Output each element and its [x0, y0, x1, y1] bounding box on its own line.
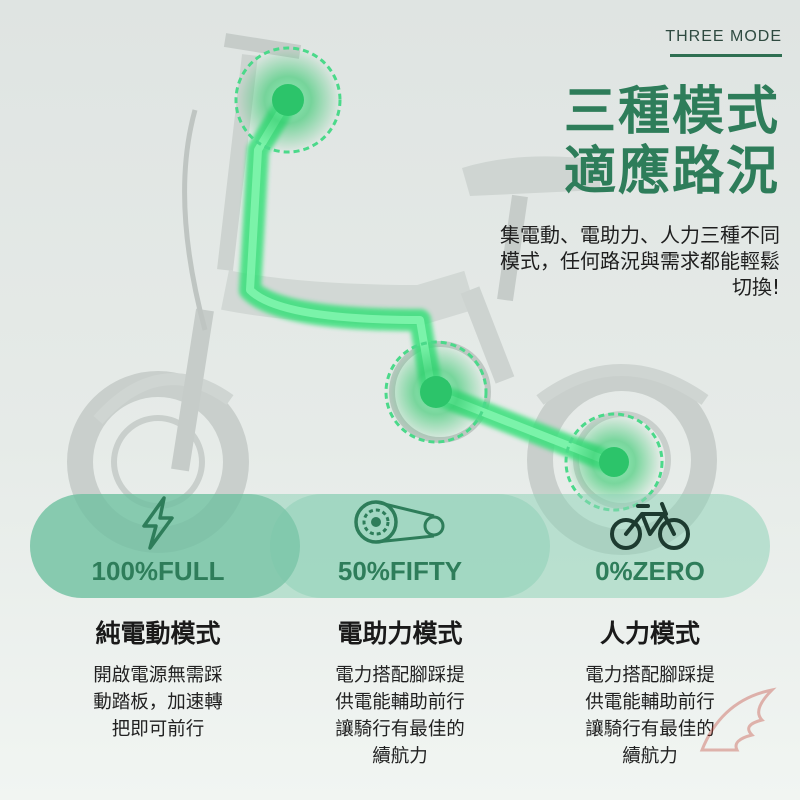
mode-fifty-desc: 電助力模式 電力搭配腳踩提 供電能輔助前行 讓騎行有最佳的 續航力 — [280, 614, 520, 770]
chain-gear-icon — [348, 494, 452, 554]
mode-full-percent: 100%FULL — [91, 556, 225, 586]
mode-full: 100%FULL — [38, 494, 278, 598]
wing-watermark-icon — [699, 687, 777, 752]
description-line-1: 集電動、電助力、人力三種不同 — [500, 223, 780, 247]
headline: 三種模式 適應路況 — [564, 82, 780, 202]
description-line-2: 模式，任何路況與需求都能輕鬆 — [500, 249, 780, 273]
mode-zero-desc: 人力模式 電力搭配腳踩提 供電能輔助前行 讓騎行有最佳的 續航力 — [530, 614, 770, 770]
description: 集電動、電助力、人力三種不同 模式，任何路況與需求都能輕鬆 切換! — [420, 222, 780, 300]
three-mode-tag: THREE MODE — [665, 28, 782, 57]
mode-full-body: 開啟電源無需踩 動踏板，加速轉 把即可前行 — [93, 665, 223, 740]
motor-hub-middle — [384, 340, 488, 444]
motor-hub-top — [234, 46, 342, 154]
mode-fifty-body: 電力搭配腳踩提 供電能輔助前行 讓騎行有最佳的 續航力 — [335, 665, 465, 767]
three-mode-label: THREE MODE — [665, 28, 782, 45]
lightning-icon — [134, 494, 182, 556]
mode-highlight-full — [30, 494, 300, 598]
mode-full-desc: 純電動模式 開啟電源無需踩 動踏板，加速轉 把即可前行 — [38, 614, 278, 743]
mode-zero: 0%ZERO — [530, 494, 770, 598]
mode-fifty: 50%FIFTY — [280, 494, 520, 598]
mode-fifty-percent: 50%FIFTY — [337, 556, 463, 586]
bicycle-icon — [608, 494, 692, 556]
mode-zero-body: 電力搭配腳踩提 供電能輔助前行 讓騎行有最佳的 續航力 — [585, 665, 715, 767]
description-line-3: 切換! — [731, 275, 780, 299]
header-underline — [670, 54, 782, 57]
mode-full-title: 純電動模式 — [95, 619, 221, 648]
mode-zero-percent: 0%ZERO — [595, 556, 705, 586]
headline-line-2: 適應路況 — [563, 142, 780, 202]
motor-hub-rear — [564, 412, 664, 512]
mode-fifty-title: 電助力模式 — [337, 619, 463, 648]
mode-zero-title: 人力模式 — [599, 619, 700, 648]
headline-line-1: 三種模式 — [563, 82, 780, 142]
